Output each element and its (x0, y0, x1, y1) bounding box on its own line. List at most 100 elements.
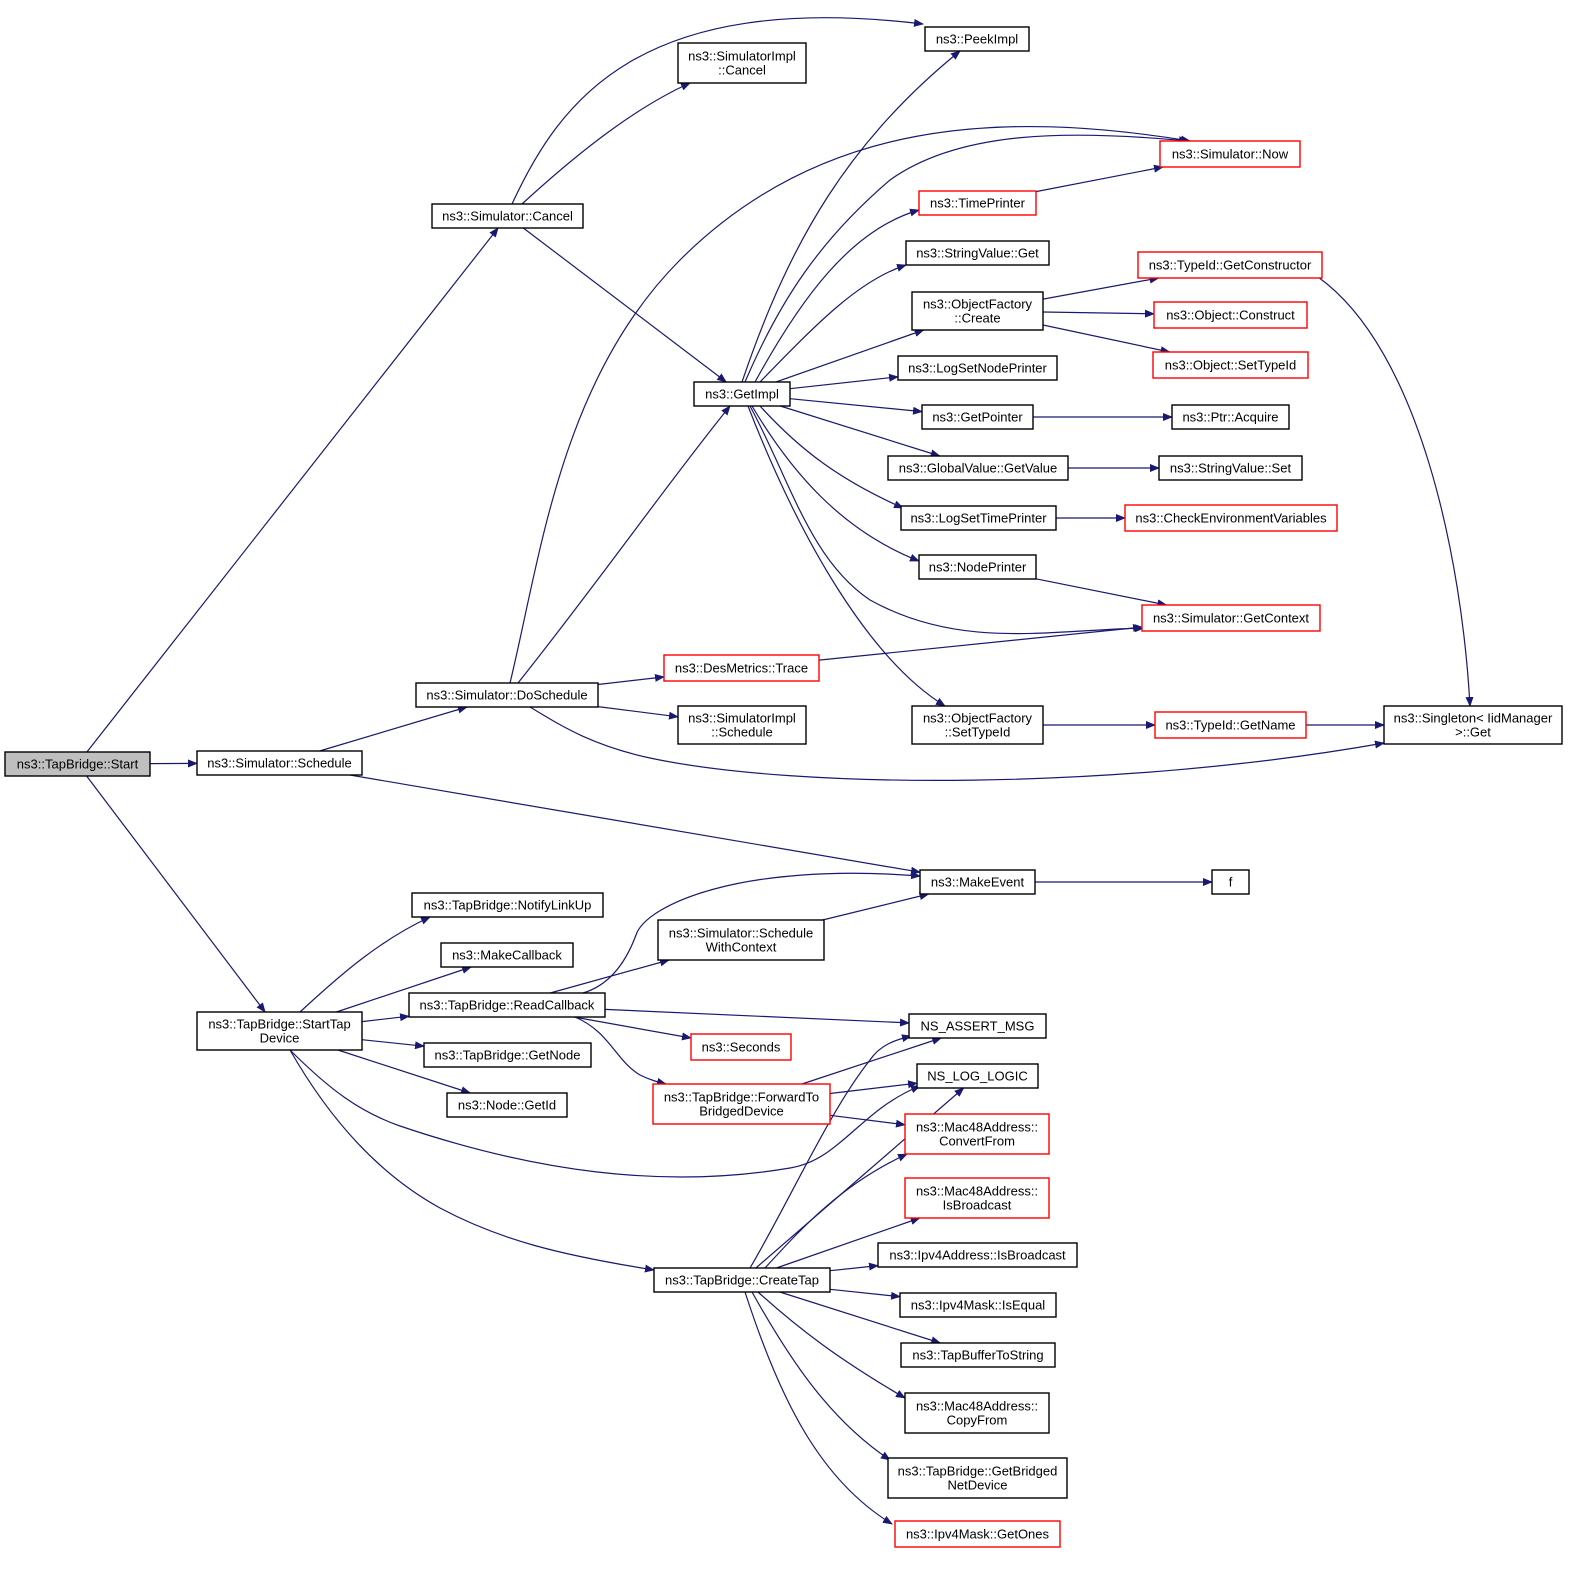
node-stringvalueget[interactable]: ns3::StringValue::Get (905, 240, 1050, 266)
edge-createtap-to-mac48convert (764, 1153, 908, 1269)
node-desmetrics[interactable]: ns3::DesMetrics::Trace (663, 654, 820, 682)
node-box (1153, 301, 1308, 329)
node-ipv4maskisequal[interactable]: ns3::Ipv4Mask::IsEqual (899, 1292, 1057, 1318)
node-label: ns3::TapBridge::CreateTap (665, 1273, 819, 1288)
node-label: ConvertFrom (939, 1134, 1015, 1149)
node-label: ns3::Object::Construct (1166, 308, 1295, 323)
node-label: ns3::SimulatorImpl (688, 711, 796, 726)
node-box (916, 1063, 1039, 1089)
edge-doschedule-to-now (509, 125, 1191, 684)
node-nodegetid[interactable]: ns3::Node::GetId (446, 1092, 568, 1118)
node-logsettimeprinter[interactable]: ns3::LogSetTimePrinter (900, 505, 1057, 531)
edge-readcallback-to-nsassert (604, 1008, 910, 1027)
node-getimpl[interactable]: ns3::GetImpl (693, 381, 791, 407)
edge-createtap-to-mac48isbroadcast (776, 1217, 921, 1269)
edge-forward-to-mac48convert (829, 1114, 906, 1128)
node-box (4, 751, 151, 777)
node-start[interactable]: ns3::TapBridge::Start (4, 751, 151, 777)
node-makecallback[interactable]: ns3::MakeCallback (440, 942, 574, 968)
node-mac48convert[interactable]: ns3::Mac48Address::ConvertFrom (904, 1113, 1050, 1155)
node-timeprinter[interactable]: ns3::TimePrinter (918, 190, 1037, 216)
edge-starttap-to-readcallback (361, 1013, 410, 1023)
edge-getimpl-to-gvgetvalue (780, 405, 941, 458)
node-now[interactable]: ns3::Simulator::Now (1159, 140, 1301, 168)
node-notifylinkup[interactable]: ns3::TapBridge::NotifyLinkUp (411, 892, 604, 918)
node-label: ns3::Ptr::Acquire (1182, 410, 1278, 425)
node-label: ns3::TapBridge::Start (17, 757, 139, 772)
node-box (887, 455, 1069, 481)
node-cancel[interactable]: ns3::Simulator::Cancel (431, 203, 584, 229)
edge-desmetrics-to-getcontext (818, 624, 1143, 661)
node-label: Device (260, 1031, 300, 1046)
node-getconstructor[interactable]: ns3::TypeId::GetConstructor (1137, 251, 1323, 279)
edge-getimpl-to-ofsettypeid (747, 405, 946, 707)
node-box (877, 1242, 1078, 1268)
node-ofsettypeid[interactable]: ns3::ObjectFactory::SetTypeId (911, 705, 1044, 745)
node-objconstruct[interactable]: ns3::Object::Construct (1153, 301, 1308, 329)
node-doschedule[interactable]: ns3::Simulator::DoSchedule (415, 682, 599, 708)
node-getones[interactable]: ns3::Ipv4Mask::GetOnes (894, 1520, 1061, 1548)
node-checkenv[interactable]: ns3::CheckEnvironmentVariables (1124, 504, 1338, 532)
node-getnode[interactable]: ns3::TapBridge::GetNode (423, 1042, 592, 1068)
node-box (1383, 705, 1563, 745)
node-simimplschedule[interactable]: ns3::SimulatorImpl::Schedule (677, 705, 807, 745)
node-makeevent[interactable]: ns3::MakeEvent (919, 869, 1036, 895)
node-schedule[interactable]: ns3::Simulator::Schedule (196, 750, 363, 776)
node-ofcreate[interactable]: ns3::ObjectFactory::Create (911, 291, 1044, 331)
node-ptracquire[interactable]: ns3::Ptr::Acquire (1171, 404, 1290, 430)
node-f[interactable]: f (1211, 869, 1250, 895)
node-objsettypeid[interactable]: ns3::Object::SetTypeId (1152, 351, 1309, 379)
node-stringvalueset[interactable]: ns3::StringValue::Set (1158, 455, 1303, 481)
node-mac48isbroadcast[interactable]: ns3::Mac48Address::IsBroadcast (904, 1177, 1050, 1219)
node-box (423, 1042, 592, 1068)
node-nslog[interactable]: NS_LOG_LOGIC (916, 1063, 1039, 1089)
node-mac48copyfrom[interactable]: ns3::Mac48Address::CopyFrom (904, 1392, 1050, 1434)
node-label: ns3::GetImpl (705, 387, 779, 402)
edge-ofcreate-to-objconstruct (1042, 309, 1155, 318)
node-box (904, 1113, 1050, 1155)
node-label: ns3::NodePrinter (929, 560, 1027, 575)
node-box (905, 240, 1050, 266)
node-label: IsBroadcast (943, 1198, 1012, 1213)
node-box (900, 1342, 1056, 1368)
node-label: ns3::Object::SetTypeId (1165, 358, 1297, 373)
node-label: ns3::GlobalValue::GetValue (899, 461, 1058, 476)
node-label: ns3::Simulator::Cancel (442, 209, 573, 224)
edge-getconstructor-to-singleton (1317, 276, 1474, 707)
node-ipv4isbroadcast[interactable]: ns3::Ipv4Address::IsBroadcast (877, 1242, 1078, 1268)
edge-getimpl-to-getpointer (789, 398, 923, 415)
node-label: ns3::TypeId::GetName (1165, 718, 1295, 733)
node-gvgetvalue[interactable]: ns3::GlobalValue::GetValue (887, 455, 1069, 481)
edge-readcallback-to-makeevent (582, 871, 921, 994)
node-createtap[interactable]: ns3::TapBridge::CreateTap (653, 1267, 831, 1293)
edge-readcallback-to-forward (574, 1016, 667, 1086)
node-label: NS_ASSERT_MSG (921, 1019, 1035, 1034)
edge-layer (86, 17, 1474, 1525)
node-label: ns3::TapBridge::ForwardTo (664, 1090, 819, 1105)
node-typeidgetname[interactable]: ns3::TypeId::GetName (1154, 711, 1307, 739)
node-label: ns3::Mac48Address:: (916, 1120, 1038, 1135)
node-tapbuffer[interactable]: ns3::TapBufferToString (900, 1342, 1056, 1368)
node-singleton[interactable]: ns3::Singleton< IidManager >::Get (1383, 705, 1563, 745)
node-seconds[interactable]: ns3::Seconds (690, 1033, 792, 1061)
node-nsassert[interactable]: NS_ASSERT_MSG (908, 1013, 1047, 1039)
edge-cancel-to-peekimpl (511, 17, 924, 205)
node-simimplcancel[interactable]: ns3::SimulatorImpl::Cancel (677, 42, 807, 84)
node-label: ns3::TapBridge::GetBridged (898, 1464, 1058, 1479)
node-logsetnodeprinter[interactable]: ns3::LogSetNodePrinter (897, 355, 1058, 381)
node-nodeprinter[interactable]: ns3::NodePrinter (918, 554, 1037, 580)
node-label: ns3::TapBufferToString (912, 1348, 1043, 1363)
node-box (1154, 711, 1307, 739)
node-box (900, 505, 1057, 531)
node-box (904, 1392, 1050, 1434)
node-readcallback[interactable]: ns3::TapBridge::ReadCallback (408, 992, 606, 1018)
node-label: NetDevice (948, 1478, 1008, 1493)
node-box (415, 682, 599, 708)
node-peekimpl[interactable]: ns3::PeekImpl (924, 26, 1030, 52)
node-getcontext[interactable]: ns3::Simulator::GetContext (1141, 604, 1321, 632)
node-getpointer[interactable]: ns3::GetPointer (921, 404, 1034, 430)
